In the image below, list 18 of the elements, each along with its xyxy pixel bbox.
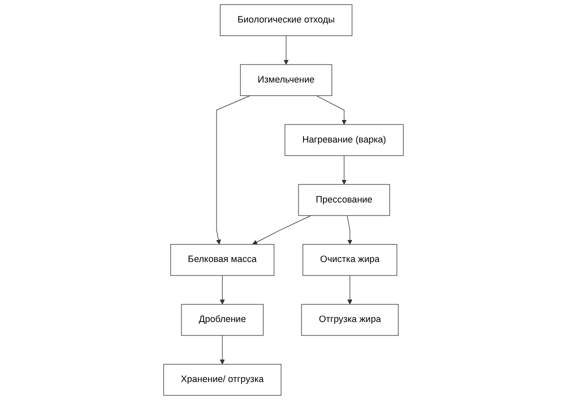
node-box: Прессование [298, 184, 390, 216]
arrow [347, 275, 352, 305]
arrow [346, 215, 352, 245]
arrow [220, 275, 225, 305]
node-box: Нагревание (варка) [284, 124, 404, 156]
node-box: Белковая масса [170, 244, 274, 276]
node-box: Очистка жира [302, 244, 398, 276]
arrow [316, 95, 347, 125]
arrow [284, 35, 289, 65]
node-box: Отгрузка жира [301, 304, 399, 336]
node-box: Измельчение [240, 64, 332, 96]
node-box: Биологические отходы [220, 4, 352, 36]
node-box: Хранение/ отгрузка [163, 364, 282, 396]
arrow [252, 215, 312, 245]
arrow [342, 155, 347, 185]
node-box: Дробление [181, 304, 264, 336]
arrow [216, 95, 250, 245]
arrow [220, 335, 225, 364]
